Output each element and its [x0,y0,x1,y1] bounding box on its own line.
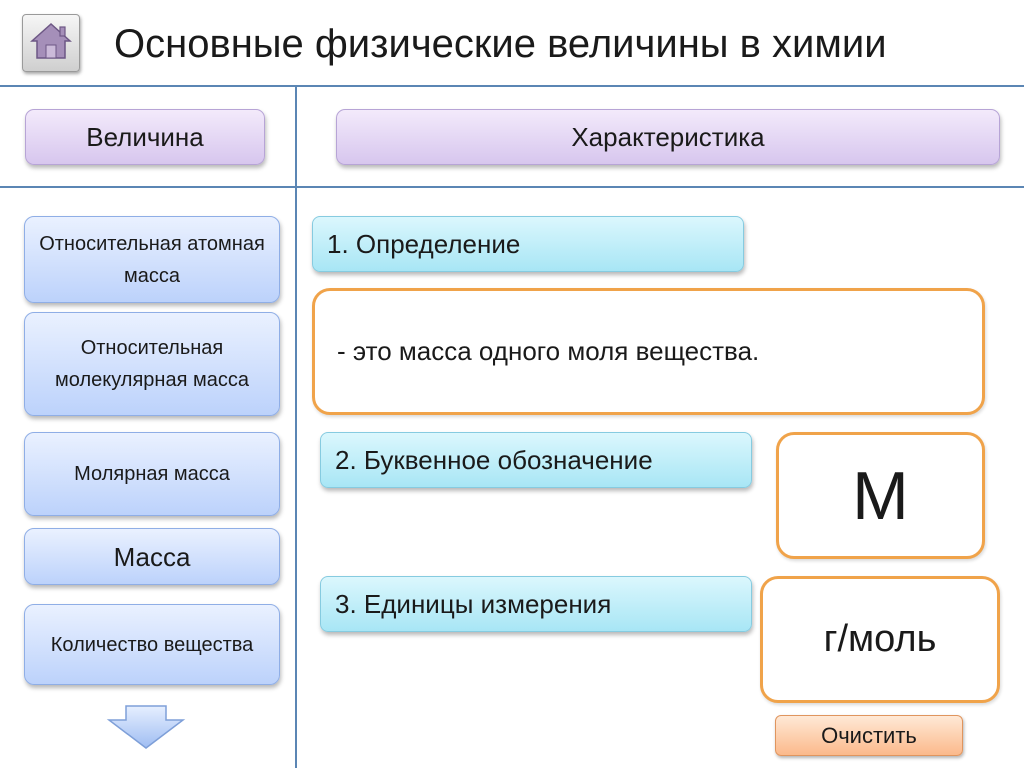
definition-answer-box: - это масса одного моля вещества. [312,288,985,415]
definition-label: 1. Определение [312,216,744,272]
characteristic-column-header: Характеристика [336,109,1000,165]
quantity-column-header: Величина [25,109,265,165]
quantity-button-label: Относительная атомная масса [39,232,265,287]
quantity-column-header-label: Величина [86,121,204,152]
symbol-label: 2. Буквенное обозначение [320,432,752,488]
characteristic-column-header-label: Характеристика [571,121,765,152]
scroll-down-button[interactable] [106,704,186,755]
quantity-relative-atomic-mass-button[interactable]: Относительная атомная масса [24,216,280,303]
units-answer-box: г/моль [760,576,1000,703]
title-divider [0,85,1024,87]
units-answer-text: г/моль [823,618,937,660]
symbol-answer-box: M [776,432,985,559]
symbol-label-text: 2. Буквенное обозначение [335,444,653,475]
quantity-amount-of-substance-button[interactable]: Количество вещества [24,604,280,685]
units-label-text: 3. Единицы измерения [335,588,612,619]
clear-button-label: Очистить [821,722,917,748]
page-title: Основные физические величины в химии [114,22,887,66]
home-icon [30,21,72,66]
units-label: 3. Единицы измерения [320,576,752,632]
definition-label-text: 1. Определение [327,228,521,259]
quantity-mass-button[interactable]: Масса [24,528,280,585]
column-divider [295,86,297,768]
quantity-molar-mass-button[interactable]: Молярная масса [24,432,280,516]
quantity-button-label: Масса [113,541,191,572]
home-button[interactable] [22,14,80,72]
definition-answer-text: - это масса одного моля вещества. [337,336,760,366]
symbol-answer-text: M [852,457,909,534]
quantity-relative-molecular-mass-button[interactable]: Относительная молекулярная масса [24,312,280,416]
quantity-button-label: Молярная масса [74,463,230,485]
quantity-button-label: Количество вещества [50,633,254,656]
header-divider [0,186,1024,188]
quantity-button-label: Относительная молекулярная масса [55,337,249,391]
arrow-down-icon [106,705,186,754]
clear-button[interactable]: Очистить [775,715,963,756]
